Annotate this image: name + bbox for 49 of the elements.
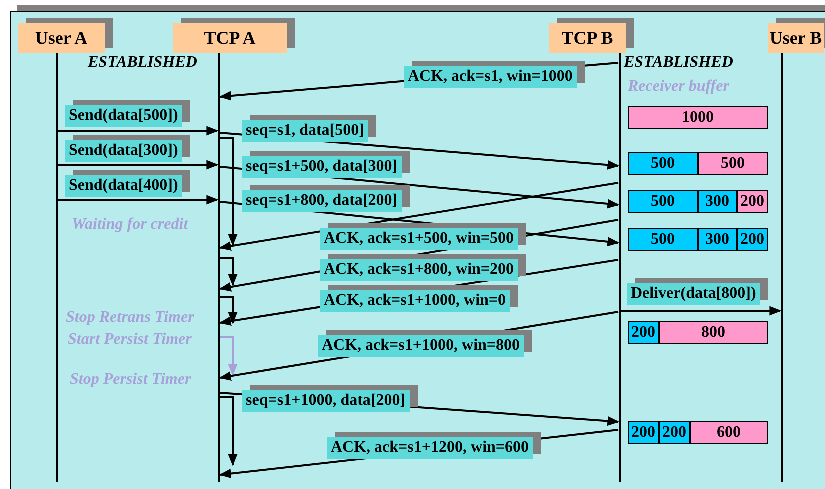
buffer-segment: 600 <box>690 421 768 444</box>
arrow <box>220 137 238 246</box>
participant-box: User B <box>768 23 824 53</box>
edge-label: seq=s1+800, data[200] <box>242 190 402 212</box>
edge-label: seq=s1, data[500] <box>242 120 368 142</box>
arrow <box>220 396 238 466</box>
edge-label: ACK, ack=s1+500, win=500 <box>320 228 518 250</box>
edge-label: ACK, ack=s1+800, win=200 <box>320 259 518 281</box>
arrow <box>219 182 619 251</box>
annotation-text: Receiver buffer <box>628 77 730 97</box>
edge-label: seq=s1+1000, data[200] <box>242 390 410 412</box>
annotation-text: Stop Persist Timer <box>70 370 192 390</box>
arrow <box>58 160 219 170</box>
buffer-segment: 1000 <box>628 106 768 129</box>
buffer-segment: 500 <box>628 228 698 251</box>
arrow <box>622 306 782 316</box>
buffer-segment: 800 <box>659 321 768 344</box>
buffer-segment: 200 <box>628 421 659 444</box>
buffer-segment: 500 <box>628 152 698 175</box>
edge-label: ACK, ack=s1+1000, win=0 <box>320 290 510 312</box>
participant-box: TCP B <box>549 23 626 53</box>
arrow <box>220 296 238 324</box>
participant-box: TCP A <box>173 23 287 53</box>
edge-label: ACK, ack=s1, win=1000 <box>404 66 577 88</box>
buffer-segment: 200 <box>737 190 768 213</box>
participant-box: User A <box>18 23 105 53</box>
annotation-text: Stop Retrans Timer <box>66 308 194 328</box>
arrow <box>220 257 238 286</box>
arrow <box>58 126 219 136</box>
edge-label: ACK, ack=s1+1200, win=600 <box>327 437 534 459</box>
annotation-text: ESTABLISHED <box>88 53 198 73</box>
edge-label: Deliver(data[800]) <box>627 283 760 305</box>
buffer-segment: 200 <box>737 228 768 251</box>
buffer-segment: 500 <box>628 190 698 213</box>
buffer-segment: 300 <box>698 190 737 213</box>
edge-label: Send(data[500]) <box>65 105 182 127</box>
edge-label: Send(data[400]) <box>65 175 182 197</box>
buffer-segment: 300 <box>698 228 737 251</box>
buffer-segment: 200 <box>659 421 690 444</box>
annotation-text: Start Persist Timer <box>68 330 192 350</box>
annotation-text: Waiting for credit <box>72 215 188 235</box>
buffer-segment: 500 <box>698 152 768 175</box>
edge-label: seq=s1+500, data[300] <box>242 156 402 178</box>
annotation-text: ESTABLISHED <box>624 53 734 73</box>
edge-label: Send(data[300]) <box>65 140 182 162</box>
buffer-segment: 200 <box>628 321 659 344</box>
arrow <box>58 195 219 205</box>
edge-label: ACK, ack=s1+1000, win=800 <box>318 335 524 357</box>
arrow <box>220 336 238 376</box>
